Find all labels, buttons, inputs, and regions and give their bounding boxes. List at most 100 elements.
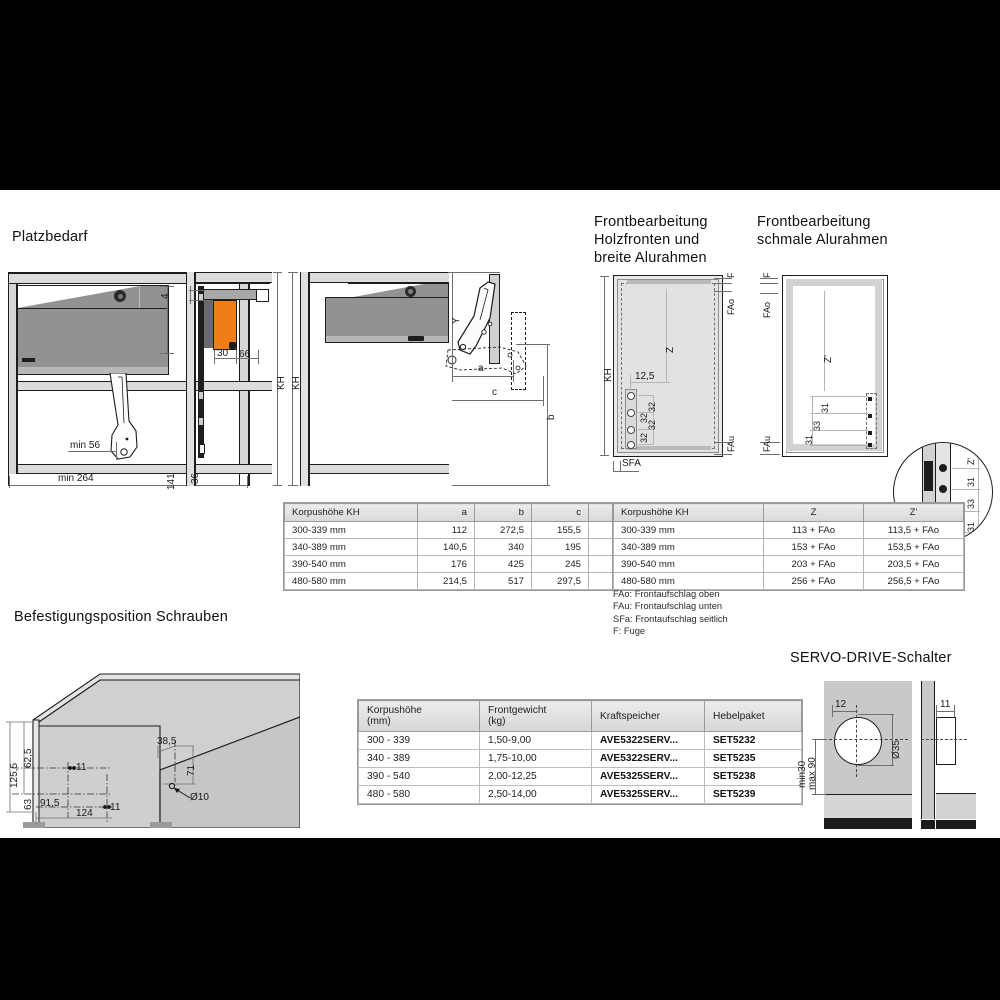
cell-Z: 113 + FAo bbox=[763, 521, 864, 539]
dim-a: a bbox=[478, 363, 484, 374]
detail-dim-31-a: 31 bbox=[966, 476, 976, 487]
cell-kraftspeicher: AVE5322SERV... bbox=[591, 749, 705, 768]
dim-line-141 bbox=[167, 286, 168, 354]
dim-c: c bbox=[492, 387, 497, 398]
legend-line: F: Fuge bbox=[613, 626, 646, 637]
dim-max90: max 90 bbox=[807, 757, 818, 790]
dim-11-upper: 11 bbox=[76, 762, 87, 773]
th-Zprime: Z' bbox=[863, 503, 964, 522]
section-title-befestigung: Befestigungsposition Schrauben bbox=[14, 609, 228, 625]
cell-Z: 203 + FAo bbox=[763, 555, 864, 573]
platzbedarf-side-view: 36 30 66 bbox=[186, 272, 272, 486]
cell-kh: 480-580 mm bbox=[284, 572, 418, 590]
cell-c: 297,5 bbox=[531, 572, 589, 590]
cell-a: 176 bbox=[417, 555, 475, 573]
abbreviation-legend: FAo: Frontaufschlag oben FAu: Frontaufsc… bbox=[613, 588, 728, 638]
table-header-row: Korpushöhe (mm) Frontgewicht (kg) Krafts… bbox=[358, 700, 802, 732]
dim-32-d: 32 bbox=[639, 432, 649, 443]
cell-Z: 153 + FAo bbox=[763, 538, 864, 556]
th-b: b bbox=[474, 503, 532, 522]
cell-kraftspeicher: AVE5322SERV... bbox=[591, 731, 705, 750]
cell-korpushoehe: 480 - 580 bbox=[358, 785, 480, 804]
dim-min56: min 56 bbox=[70, 440, 101, 451]
dim-Y: Y bbox=[451, 317, 462, 324]
dim-91-5: 91,5 bbox=[40, 798, 60, 809]
cell-frontgewicht: 2,00-12,25 bbox=[479, 767, 592, 786]
dim-32-c: 32 bbox=[639, 412, 649, 423]
cell-c: 195 bbox=[531, 538, 589, 556]
cell-korpushoehe: 340 - 389 bbox=[358, 749, 480, 768]
detail-dim-31-b: 31 bbox=[966, 521, 976, 532]
dim-min264: min 264 bbox=[58, 473, 94, 484]
cell-korpushoehe: 300 - 339 bbox=[358, 731, 480, 750]
cell-b: 340 bbox=[474, 538, 532, 556]
front-narrow-alu-diagram: Z' 31 33 31 bbox=[782, 275, 888, 457]
label-SFA: SFA bbox=[622, 458, 641, 469]
cell-Z: 256 + FAo bbox=[763, 572, 864, 590]
cell-kh: 480-580 mm bbox=[613, 572, 764, 590]
th-kraftspeicher: Kraftspeicher bbox=[591, 700, 705, 732]
dim-33: 33 bbox=[812, 420, 822, 431]
detail-label-Zprime: Z' bbox=[966, 457, 976, 465]
legend-line: FAo: Frontaufschlag oben bbox=[613, 589, 720, 599]
cell-hebelpaket: SET5238 bbox=[704, 767, 802, 786]
th-line1: Frontgewicht bbox=[488, 705, 547, 716]
dim-31-b: 31 bbox=[804, 434, 814, 445]
dim-dia35: Ø35 bbox=[891, 740, 902, 759]
cell-b: 272,5 bbox=[474, 521, 532, 539]
label-FAo: FAo bbox=[726, 298, 736, 315]
dim-12: 12 bbox=[835, 699, 847, 710]
dim-KH-front: KH bbox=[603, 368, 614, 382]
dim-30: 30 bbox=[217, 348, 229, 359]
section-title-servo-schalter: SERVO-DRIVE-Schalter bbox=[790, 650, 952, 666]
dim-min30: min30 bbox=[797, 760, 808, 788]
table-parts: Korpushöhe (mm) Frontgewicht (kg) Krafts… bbox=[358, 700, 802, 804]
th-korpushoehe-mm: Korpushöhe (mm) bbox=[358, 700, 480, 732]
cell-Zprime: 256,5 + FAo bbox=[863, 572, 964, 590]
dim-32-a: 32 bbox=[647, 401, 657, 412]
cell-Zprime: 203,5 + FAo bbox=[863, 555, 964, 573]
cell-a: 140,5 bbox=[417, 538, 475, 556]
th-c: c bbox=[531, 503, 589, 522]
th-Z: Z bbox=[763, 503, 864, 522]
dim-63: 63 bbox=[23, 798, 34, 810]
spec-sheet: Platzbedarf bbox=[0, 190, 1000, 838]
dim-Z: Z bbox=[665, 346, 676, 353]
detail-dim-33: 33 bbox=[966, 498, 976, 509]
side-arm bbox=[204, 290, 256, 299]
label-FAu: FAu bbox=[726, 435, 736, 452]
dim-125-5: 125,5 bbox=[9, 762, 20, 788]
dim-11-switch: 11 bbox=[940, 699, 951, 710]
front-wood-diagram: 32 32 32 32 12,5 Z bbox=[613, 275, 723, 457]
servo-switch-side-view: 11 bbox=[921, 681, 983, 829]
platzbedarf-front-view: min 56 min 264 bbox=[8, 272, 270, 488]
dim-31-a: 31 bbox=[820, 402, 830, 413]
cell-hebelpaket: SET5232 bbox=[704, 731, 802, 750]
dim-dia10: Ø10 bbox=[190, 792, 209, 803]
cell-b: 517 bbox=[474, 572, 532, 590]
cell-b: 425 bbox=[474, 555, 532, 573]
dim-Zprime: Z' bbox=[823, 354, 834, 363]
cell-a: 214,5 bbox=[417, 572, 475, 590]
th-hebelpaket: Hebelpaket bbox=[704, 700, 802, 732]
dim-62-5: 62,5 bbox=[23, 748, 34, 768]
cell-kraftspeicher: AVE5325SERV... bbox=[591, 767, 705, 786]
cell-Zprime: 113,5 + FAo bbox=[863, 521, 964, 539]
servo-drive-unit bbox=[214, 301, 236, 349]
cell-frontgewicht: 1,75-10,00 bbox=[479, 749, 592, 768]
dim-66: 66 bbox=[239, 349, 251, 360]
legend-line: SFa: Frontaufschlag seitlich bbox=[613, 613, 728, 624]
cell-kh: 390-540 mm bbox=[613, 555, 764, 573]
table-row: 390-540 mm176425245425 bbox=[284, 555, 646, 573]
table-header-row: Korpushöhe KH Z Z' bbox=[613, 503, 964, 522]
dim-11-lower: 11 bbox=[110, 802, 121, 813]
lift-arm-outline bbox=[109, 373, 138, 460]
